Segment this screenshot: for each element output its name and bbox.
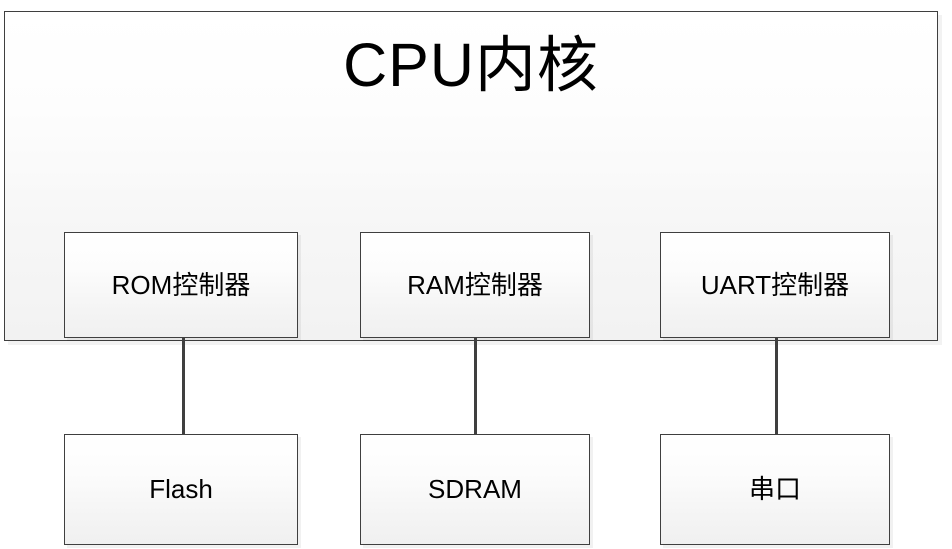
rom-controller-block: ROM控制器 — [64, 232, 298, 338]
flash-label: Flash — [149, 474, 213, 505]
ram-controller-block: RAM控制器 — [360, 232, 590, 338]
flash-block: Flash — [64, 434, 298, 545]
uart-controller-block: UART控制器 — [660, 232, 890, 338]
uart-controller-label: UART控制器 — [700, 269, 850, 300]
sdram-label: SDRAM — [428, 474, 522, 505]
serial-port-label: 串口 — [748, 474, 801, 505]
sdram-block: SDRAM — [360, 434, 590, 545]
rom-controller-label: ROM控制器 — [111, 269, 251, 300]
ram-controller-label: RAM控制器 — [407, 269, 543, 300]
serial-port-block: 串口 — [660, 434, 890, 545]
connector-rom-to-flash — [182, 338, 185, 435]
connector-ram-to-sdram — [474, 338, 477, 435]
cpu-core-title: CPU内核 — [343, 31, 599, 99]
connector-uart-to-serial — [775, 338, 778, 435]
